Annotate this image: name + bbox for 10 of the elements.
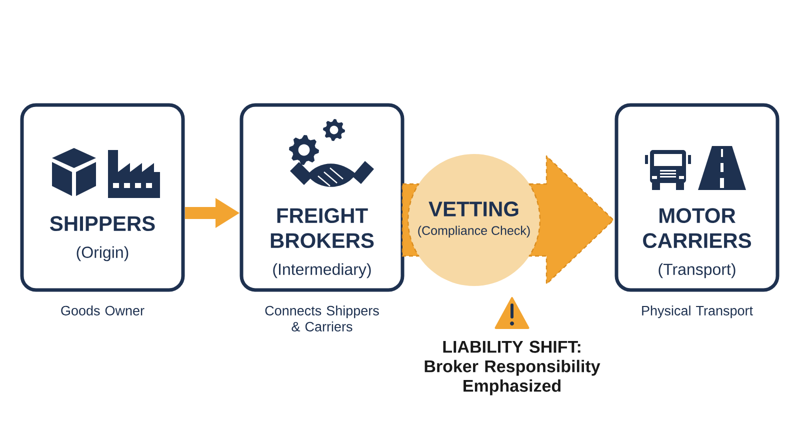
entity-box: MOTOR CARRIERS (Transport): [614, 103, 780, 292]
warning-text: LIABILITY SHIFT: Broker Responsibility Emphasized: [424, 340, 600, 396]
caption-text: Goods Owner: [61, 306, 144, 316]
caption-text: Physical Transport: [642, 306, 753, 318]
entity-box: FREIGHT BROKERS (Intermediary): [240, 103, 404, 292]
entity-box: SHIPPERS (Origin): [20, 103, 185, 292]
arrow: [185, 198, 240, 228]
arrow: [528, 155, 614, 285]
caption-text: Connects Shippers & Carriers: [265, 306, 379, 332]
arrow: [402, 183, 420, 257]
